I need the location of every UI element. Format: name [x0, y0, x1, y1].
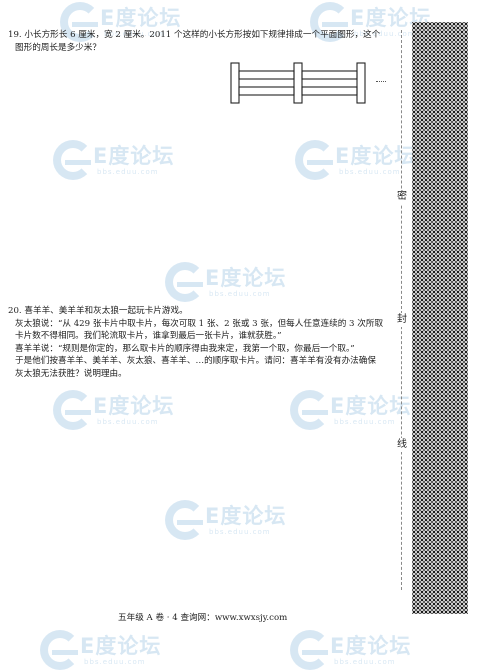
watermark-e-icon: [165, 262, 205, 302]
watermark-e-icon: [53, 390, 93, 430]
vertical-rect-1: [230, 62, 240, 104]
watermark-e-icon: [165, 500, 205, 540]
vertical-rect-3: [356, 62, 366, 104]
watermark-e-icon: [290, 390, 330, 430]
question-19-line-2: 图形的周长是多少米？: [15, 42, 101, 53]
seal-dashed-line: [401, 30, 402, 590]
vertical-rect-2: [293, 62, 303, 104]
binding-margin-dot-pattern: [412, 22, 468, 614]
rectangle-arrangement-figure: [230, 62, 366, 104]
question-20-line-5: 于是他们按喜羊羊、美羊羊、灰太狼、喜羊羊、…的顺序取卡片。请问：喜羊羊有没有办法…: [15, 356, 376, 366]
seal-label-feng: 封: [396, 313, 408, 327]
watermark-e-icon: [295, 140, 335, 180]
horizontal-rect-bottom-1: [238, 86, 295, 96]
seal-label-xian: 线: [396, 438, 408, 452]
question-20-line-2: 灰太狼说：“从 429 张卡片中取卡片，每次可取 1 张、2 张或 3 张，但每…: [15, 318, 384, 329]
page-footer: 五年级 A 卷 · 4 查询网：www.xwxsjy.com: [118, 613, 288, 623]
watermark-e-icon: [53, 140, 93, 180]
question-19: 19. 小长方形长 6 厘米，宽 2 厘米。2011 个这样的小长方形按如下规律…: [8, 29, 380, 54]
seal-label-mi: 密: [396, 190, 408, 204]
figure-continuation-dots: [376, 81, 386, 82]
horizontal-rect-bottom-2: [301, 86, 358, 96]
horizontal-rect-top-2: [301, 70, 358, 80]
watermark-e-icon: [290, 630, 330, 670]
horizontal-rect-top-1: [238, 70, 295, 80]
question-20-line-3: 卡片数不得相同。我们轮流取卡片，谁拿到最后一张卡片，谁就获胜。”: [15, 331, 282, 341]
question-19-line-1: 19. 小长方形长 6 厘米，宽 2 厘米。2011 个这样的小长方形按如下规律…: [8, 30, 381, 40]
question-20-line-4: 喜羊羊说：“规则是你定的，那么取卡片的顺序得由我来定，我第一个取，你最后一个取。…: [15, 343, 355, 354]
question-20-line-1: 20. 喜羊羊、美羊羊和灰太狼一起玩卡片游戏。: [8, 306, 188, 316]
question-20-line-6: 灰太狼无法获胜？说明理由。: [15, 368, 127, 379]
question-20: 20. 喜羊羊、美羊羊和灰太狼一起玩卡片游戏。 灰太狼说：“从 429 张卡片中…: [8, 305, 383, 380]
watermark-e-icon: [40, 630, 80, 670]
